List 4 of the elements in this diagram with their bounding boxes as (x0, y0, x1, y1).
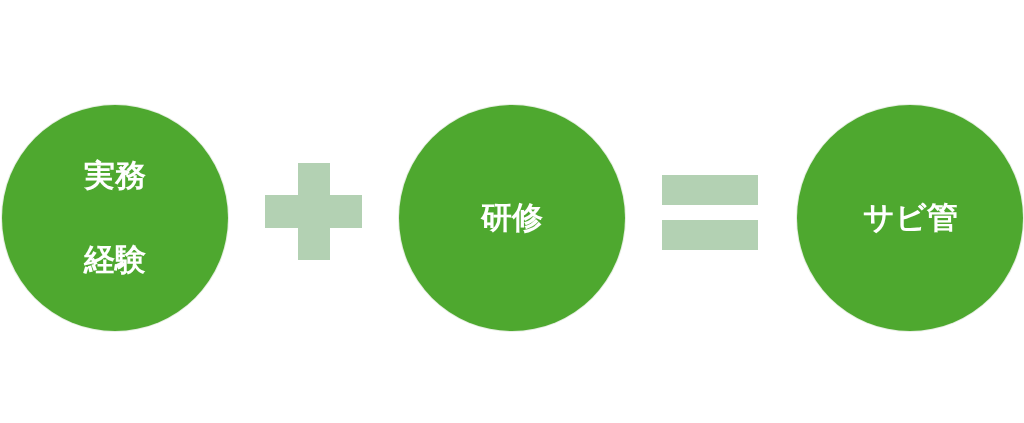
circle-label: 実務経験 (82, 156, 147, 279)
circle-label: 研修 (481, 198, 543, 237)
plus-sign (265, 163, 362, 260)
circle-label: サビ管 (862, 198, 958, 237)
